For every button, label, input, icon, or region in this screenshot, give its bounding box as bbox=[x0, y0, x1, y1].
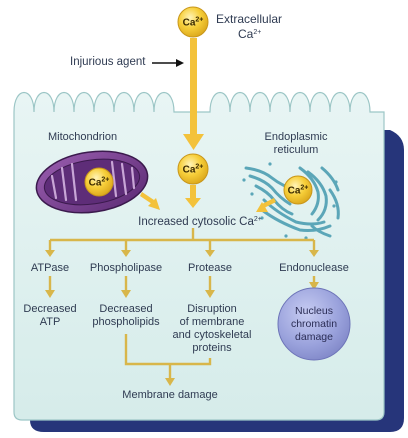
extracellular-label: Extracellular Ca2+ bbox=[216, 12, 283, 41]
effect-nucleus-damage: Nucleus chromatin damage bbox=[290, 305, 338, 343]
effect-disruption: Disruption of membrane and cytoskeletal … bbox=[172, 303, 252, 354]
er-dots bbox=[242, 162, 338, 240]
effect-decreased-phospholipids: Decreased phospholipids bbox=[92, 303, 160, 328]
enzyme-arrow-heads bbox=[45, 250, 319, 257]
effect-arrow-heads bbox=[45, 282, 319, 298]
extracellular-ca-label: Ca2+ bbox=[182, 16, 204, 29]
injurious-agent-label: Injurious agent bbox=[70, 56, 146, 68]
enzyme-endonuclease: Endonuclease bbox=[279, 262, 349, 274]
cytosolic-ca-ball bbox=[177, 153, 209, 185]
enzyme-protease: Protease bbox=[187, 262, 233, 274]
mitochondrion-ca-label: Ca2+ bbox=[88, 176, 110, 189]
membrane-damage-lines bbox=[124, 334, 212, 380]
cytosolic-ca-label: Ca2+ bbox=[182, 163, 204, 176]
influx-arrow-shaft bbox=[190, 38, 197, 138]
membrane-damage-arrow-head bbox=[165, 378, 175, 386]
er-ca-ball bbox=[283, 175, 313, 205]
er-label: Endoplasmic reticulum bbox=[264, 131, 328, 156]
nucleus bbox=[277, 287, 351, 361]
effect-decreased-atp: Decreased ATP bbox=[23, 303, 77, 328]
cytosol-arrows bbox=[140, 185, 276, 212]
increased-cytosolic-ca-label: Increased cytosolic Ca2+ bbox=[138, 216, 262, 228]
injurious-agent-arrow-head bbox=[176, 59, 184, 67]
influx-arrow-head bbox=[183, 134, 204, 150]
mitochondrion-label: Mitochondrion bbox=[48, 131, 118, 143]
enzyme-atpase: ATPase bbox=[30, 262, 70, 274]
mitochondrion-cristae bbox=[50, 160, 136, 202]
mitochondrion-ca-ball bbox=[84, 167, 114, 197]
enzyme-phospholipase: Phospholipase bbox=[89, 262, 163, 274]
extracellular-ca-ball bbox=[177, 6, 209, 38]
er-ca-label: Ca2+ bbox=[287, 184, 309, 197]
membrane-damage-label: Membrane damage bbox=[122, 389, 218, 401]
